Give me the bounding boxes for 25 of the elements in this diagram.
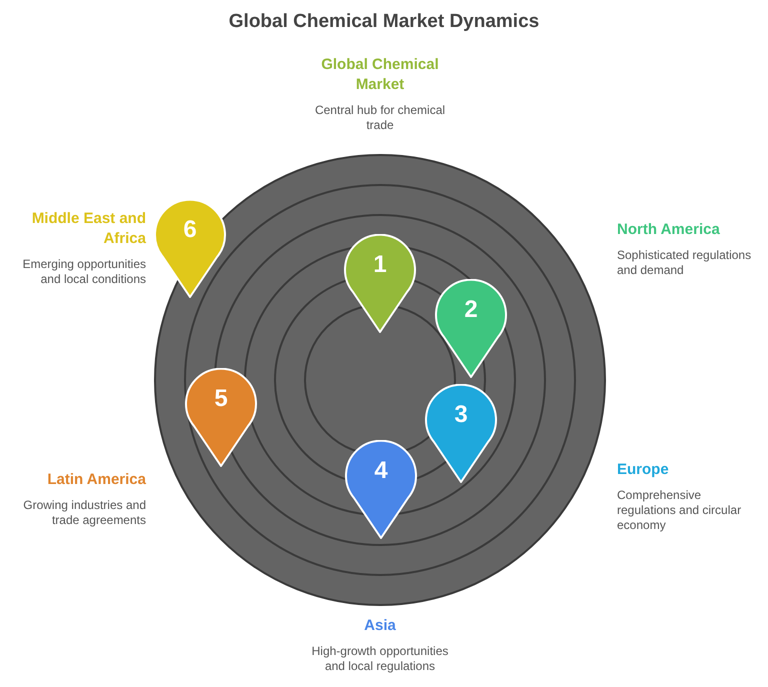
map-pin bbox=[184, 368, 258, 468]
pin-number: 5 bbox=[214, 387, 228, 411]
map-pin bbox=[424, 384, 498, 484]
region-description: Emerging opportunities and local conditions bbox=[22, 257, 146, 287]
region-description: Growing industries and trade agreements bbox=[22, 498, 146, 528]
region-heading: Asia bbox=[364, 616, 396, 636]
region-heading: Latin America bbox=[47, 470, 146, 490]
map-pin bbox=[343, 234, 417, 334]
map-pin bbox=[434, 279, 508, 379]
region-heading: North America bbox=[617, 220, 720, 240]
map-pin bbox=[344, 440, 418, 540]
pin-number: 3 bbox=[454, 403, 468, 427]
pin-number: 1 bbox=[373, 253, 387, 277]
region-heading: Middle East and Africa bbox=[30, 209, 146, 249]
region-description: Comprehensive regulations and circular economy bbox=[617, 488, 742, 533]
region-description: Sophisticated regulations and demand bbox=[617, 248, 752, 278]
title: Global Chemical Market Dynamics bbox=[228, 10, 540, 34]
region-description: Central hub for chemical trade bbox=[314, 103, 446, 133]
pin-number: 2 bbox=[464, 298, 478, 322]
map-pin bbox=[153, 199, 227, 299]
region-heading: Global Chemical Market bbox=[320, 55, 440, 95]
region-heading: Europe bbox=[617, 460, 669, 480]
region-description: High-growth opportunities and local regulations bbox=[310, 644, 450, 674]
pin-number: 4 bbox=[374, 459, 388, 483]
pin-number: 6 bbox=[183, 218, 197, 242]
